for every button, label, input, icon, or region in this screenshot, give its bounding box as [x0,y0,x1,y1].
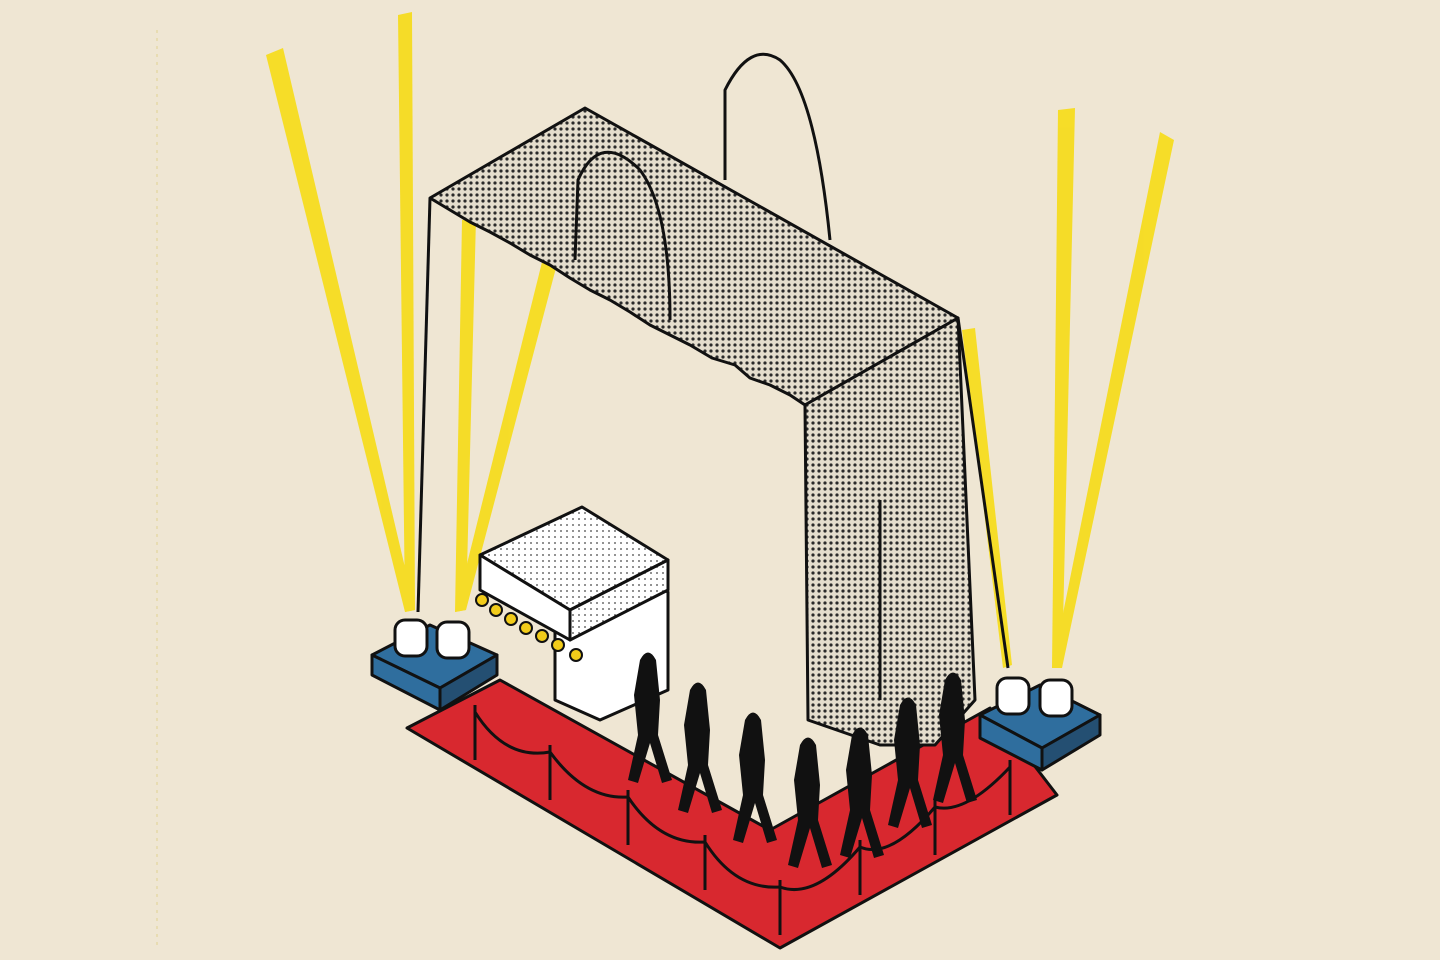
building-arch [723,52,832,241]
spotlight-lamp [435,620,471,660]
spotlight-lamp [995,676,1031,716]
figure [678,682,722,813]
pole-left [416,197,432,613]
figure [628,652,672,783]
beam-left-4 [455,238,562,612]
figure [888,697,932,828]
beam-right-2 [1052,132,1174,668]
building [416,52,1010,747]
figure [788,737,832,868]
walking-figures [628,652,977,868]
building-roof-slab [428,106,960,407]
figure [933,672,977,803]
spotlight-beams [266,12,1174,668]
figure [840,727,884,858]
red-carpet [405,678,1059,950]
spotlight-base-left [370,618,499,712]
beam-right-1 [1052,108,1075,668]
beam-left-1 [266,48,415,612]
spotlight-lamp [393,618,429,658]
beam-right-3 [962,328,1012,668]
marquee-bulbs [475,593,583,662]
beam-left-2 [398,12,415,612]
figure [733,712,777,843]
marquee-side [568,558,670,642]
building-arch-2 [573,150,672,321]
spotlight-lamp [1038,678,1074,718]
beam-left-3 [455,218,476,612]
spotlight-base-right [978,676,1102,772]
